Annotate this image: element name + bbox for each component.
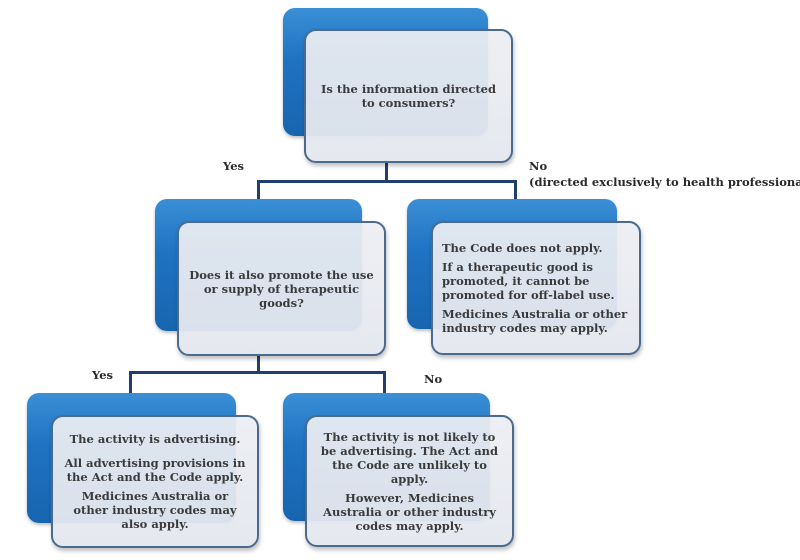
advertising-text: The activity is advertising. (69, 432, 241, 446)
industry-codes-text: Medicines Australia or other industry co… (442, 307, 628, 335)
root-question-text: Is the information directed to consumers… (320, 82, 497, 110)
connector-promote-horizontal (129, 371, 386, 374)
not-advertising-box: The activity is not likely to be adverti… (305, 415, 514, 547)
connector-promote-down (257, 354, 260, 373)
connector-promote-yes-drop (129, 371, 132, 394)
advertising-industry-codes-text: Medicines Australia or other industry co… (73, 489, 237, 531)
root-no-note: (directed exclusively to health professi… (529, 175, 800, 189)
advertising-provisions-text: All advertising provisions in the Act an… (64, 456, 246, 484)
not-advertising-text: The activity is not likely to be adverti… (320, 429, 499, 486)
connector-root-horizontal (257, 180, 517, 183)
promote-yes-label: Yes (92, 368, 114, 382)
promote-no-label: No (424, 372, 443, 386)
advertising-box: The activity is advertising. All adverti… (51, 415, 259, 548)
off-label-text: If a therapeutic good is promoted, it ca… (442, 260, 615, 302)
root-question-box: Is the information directed to consumers… (304, 29, 513, 163)
connector-root-no-drop (514, 180, 517, 200)
not-advertising-industry-codes-text: However, Medicines Australia or other in… (323, 490, 496, 533)
connector-root-down (385, 160, 388, 182)
connector-promote-no-drop (383, 371, 386, 394)
promote-question-text: Does it also promote the use or supply o… (189, 267, 374, 310)
connector-root-yes-drop (257, 180, 260, 200)
root-yes-label: Yes (223, 159, 245, 173)
code-not-apply-box: The Code does not apply. If a therapeuti… (431, 221, 641, 355)
code-not-apply-text: The Code does not apply. (442, 241, 603, 255)
root-no-label: No (529, 159, 548, 173)
promote-question-box: Does it also promote the use or supply o… (177, 221, 386, 356)
